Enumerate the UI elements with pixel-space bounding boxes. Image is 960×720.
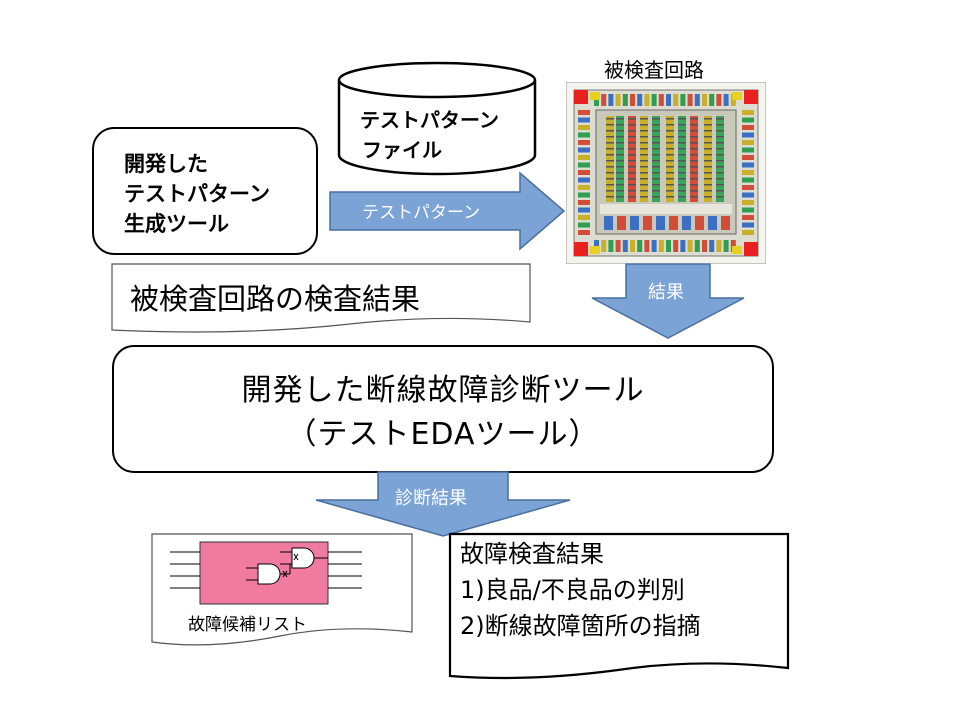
fault-mark-icon [282,570,288,578]
diagnosis-arrow-label: 診断結果 [395,488,467,509]
failure-inspection-item-1: 1)良品/不良品の判別 [460,576,685,604]
database-label: テストパターン ファイル [360,105,499,165]
database-line-1: テストパターン [360,108,499,132]
test-pattern-arrow [329,171,566,251]
diagnosis-tool-box: 開発した断線故障診断ツール （テストEDAツール） [112,345,774,473]
chip-title: 被検査回路 [604,58,704,82]
fault-mark-icon [293,553,299,561]
and-gate-icon [291,547,315,569]
diagnosis-tool-line-2: （テストEDAツール） [286,417,600,452]
test-pattern-generator-box: 開発した テストパターン 生成ツール [92,127,318,255]
failure-inspection-document [448,532,790,680]
tool-line-2: テストパターン [124,182,270,206]
diagnosis-tool-line-1: 開発した断線故障診断ツール [241,373,645,408]
test-pattern-arrow-label: テストパターン [362,203,481,223]
database-line-2: ファイル [362,138,442,162]
tool-line-3: 生成ツール [124,212,229,236]
test-pattern-file-database [337,61,537,176]
tool-line-1: 開発した [124,152,208,176]
result-arrow-label: 結果 [648,282,684,303]
diagnosis-arrow [315,471,571,537]
and-gate-icon [257,563,281,585]
failure-inspection-title: 故障検査結果 [460,540,604,568]
inspection-result-document [111,263,531,333]
failure-inspection-item-2: 2)断線故障箇所の指摘 [460,612,701,640]
result-arrow [591,263,745,339]
failure-inspection-text: 故障検査結果 1)良品/不良品の判別 2)断線故障箇所の指摘 [460,536,701,644]
chip-circuit-image [566,82,766,264]
failure-candidate-document [151,533,413,646]
failure-candidate-label: 故障候補リスト [188,615,307,635]
inspection-result-label: 被検査回路の検査結果 [130,282,421,316]
